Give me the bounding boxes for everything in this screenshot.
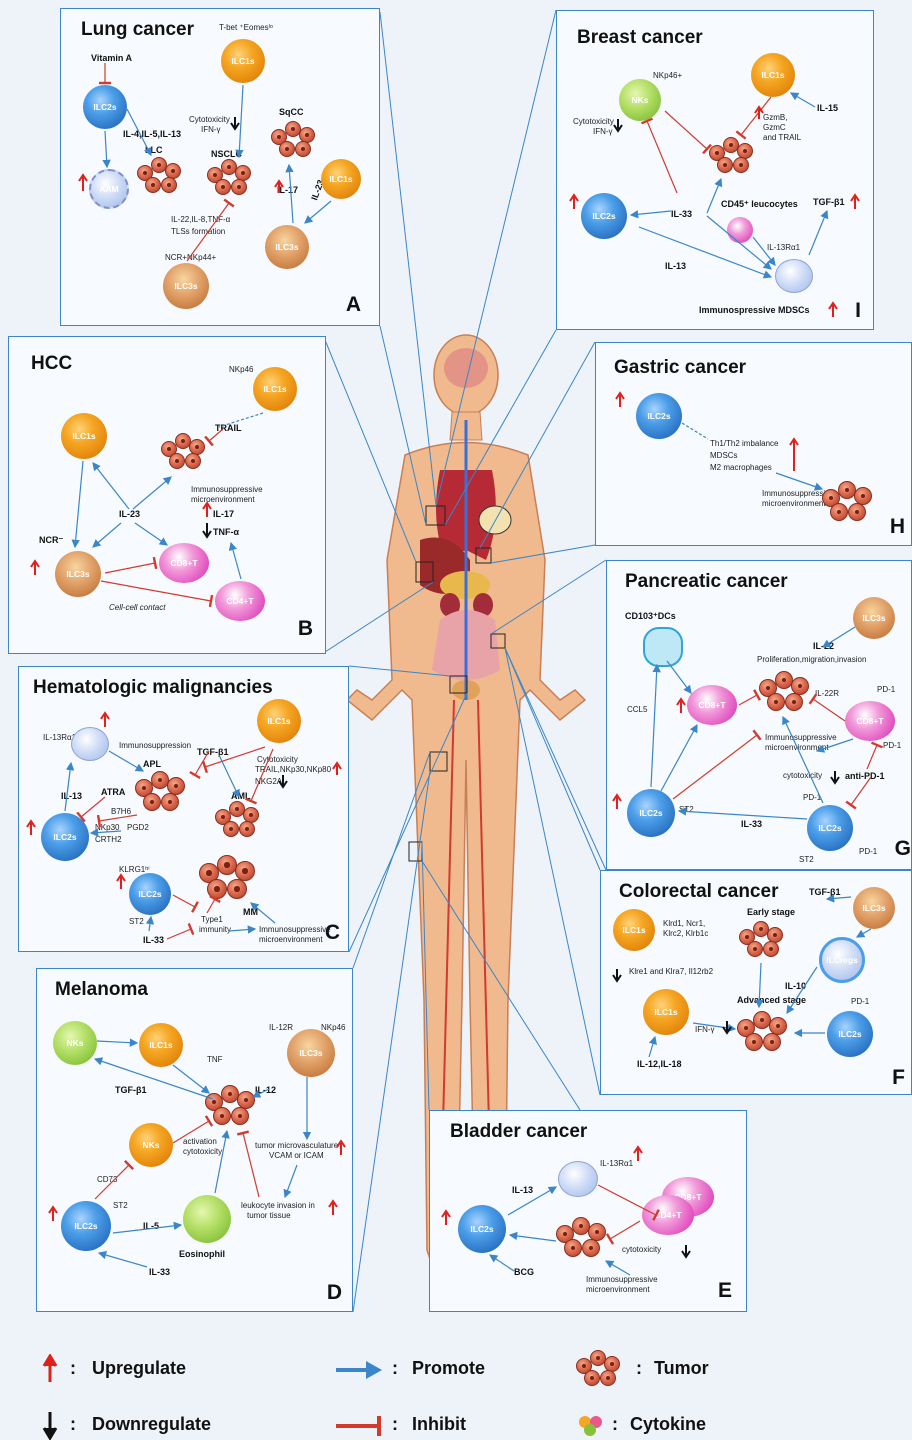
- upregulate-arrow-icon: [40, 1354, 60, 1384]
- panel-arrows: [37, 969, 354, 1313]
- panel-colorectal-cancer: Colorectal cancer F TGF-β1 ILC3s ILC1s K…: [600, 870, 912, 1095]
- panel-arrows: [19, 667, 350, 953]
- downregulate-arrow-icon: [40, 1410, 60, 1440]
- legend-colon: :: [70, 1358, 76, 1379]
- legend-downregulate: Downregulate: [92, 1414, 211, 1435]
- tumor-legend-icon: [576, 1350, 626, 1390]
- legend-colon: :: [70, 1414, 76, 1435]
- panel-arrows: [61, 9, 381, 327]
- panel-melanoma: Melanoma D NKs ILC1s TNF IL-12R NKp46 IL…: [36, 968, 353, 1312]
- legend-promote: Promote: [412, 1358, 485, 1379]
- legend-colon: :: [392, 1358, 398, 1379]
- legend-colon: :: [612, 1414, 618, 1435]
- panel-arrows: [430, 1111, 748, 1313]
- panel-arrows: [607, 561, 912, 871]
- legend-inhibit: Inhibit: [412, 1414, 466, 1435]
- legend-upregulate: Upregulate: [92, 1358, 186, 1379]
- panel-arrows: [601, 871, 912, 1096]
- panel-lung-cancer: Lung cancer A Vitamin A T-bet ⁺Eomesˡᵒ I…: [60, 8, 380, 326]
- inhibit-bar-icon: [334, 1414, 384, 1438]
- panel-breast-cancer: Breast cancer I NKp46+ NKs ILC1s Cytotox…: [556, 10, 874, 330]
- panel-arrows: [596, 343, 912, 547]
- panel-hematologic-malignancies: Hematologic malignancies C IL-13Rα1 Immu…: [18, 666, 349, 952]
- legend-colon: :: [636, 1358, 642, 1379]
- panel-pancreatic-cancer: Pancreatic cancer G CD103⁺DCs ILC3s IL-2…: [606, 560, 912, 870]
- panel-hcc: HCC B NKp46 ILC1s TRAIL ILC1s Immunosupp…: [8, 336, 326, 654]
- panel-gastric-cancer: Gastric cancer H ILC2s Th1/Th2 imbalance…: [595, 342, 912, 546]
- legend-cytokine: Cytokine: [630, 1414, 706, 1435]
- legend-tumor: Tumor: [654, 1358, 709, 1379]
- panel-arrows: [557, 11, 875, 331]
- panel-bladder-cancer: Bladder cancer E IL-13Rα1 IL-13 CD8+T CD…: [429, 1110, 747, 1312]
- panel-arrows: [9, 337, 327, 655]
- cytokine-icon: [576, 1412, 606, 1438]
- promote-arrow-icon: [334, 1358, 384, 1382]
- legend-colon: :: [392, 1414, 398, 1435]
